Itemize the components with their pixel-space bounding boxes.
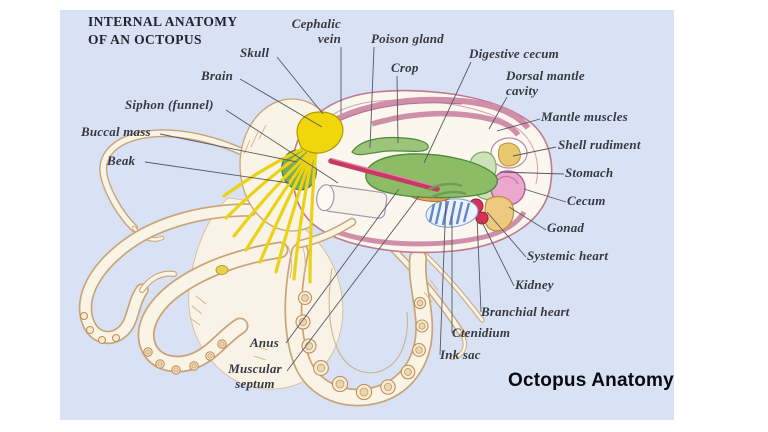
cecum-inner-line <box>497 175 519 185</box>
label-gonad: Gonad <box>547 220 585 235</box>
esophagus <box>328 158 440 192</box>
leader-cecum <box>523 188 567 203</box>
esophagus-highlight <box>332 158 435 187</box>
arm-upper-left <box>99 129 266 242</box>
label-ink-sac: Ink sac <box>440 347 481 362</box>
arm-lower-left <box>137 241 289 375</box>
mantle-muscle-bands <box>309 96 531 247</box>
leader-dorsal-mantle-cavity <box>488 96 508 130</box>
leader-buccal-mass <box>159 133 298 163</box>
label-cecum: Cecum <box>567 193 606 208</box>
suckers-large <box>295 290 429 401</box>
label-buccal-mass: Buccal mass <box>81 124 151 139</box>
leader-brain <box>239 78 323 128</box>
label-brain: Brain <box>201 68 234 83</box>
label-muscular-septum: Muscular septum <box>228 361 282 391</box>
nerve-fan <box>222 142 318 284</box>
arm-center-curl <box>284 243 434 407</box>
leader-digestive-cecum <box>423 61 472 164</box>
image-caption: Octopus Anatomy <box>508 370 674 391</box>
leader-anus <box>285 188 400 344</box>
label-systemic-heart: Systemic heart <box>527 248 609 263</box>
leader-siphon-funnel <box>225 109 339 184</box>
octopus-body <box>78 98 485 407</box>
arm-left <box>78 203 257 345</box>
leader-kidney <box>480 219 515 287</box>
leader-lines <box>144 46 567 372</box>
leader-skull <box>276 56 324 115</box>
arm-nerve-spot <box>215 265 229 275</box>
leader-shell-rudiment <box>512 146 557 157</box>
suckers-small <box>143 339 227 375</box>
label-crop: Crop <box>391 60 419 75</box>
label-skull: Skull <box>240 45 270 60</box>
gonad-organ <box>484 195 515 232</box>
leader-poison-gland <box>369 46 375 149</box>
label-anus: Anus <box>250 335 279 350</box>
funnel-tube <box>295 217 357 249</box>
leader-crop <box>396 75 399 144</box>
brain-organ <box>296 111 344 154</box>
label-ctenidium: Ctenidium <box>452 325 511 340</box>
label-beak: Beak <box>107 153 136 168</box>
label-digestive-cecum: Digestive cecum <box>469 46 559 61</box>
crop-organ <box>351 136 429 156</box>
label-cephalic-vein: Cephalic vein <box>291 16 341 46</box>
leader-muscular-septum <box>286 195 420 372</box>
label-branchial-heart: Branchial heart <box>481 304 570 319</box>
label-siphon-funnel: Siphon (funnel) <box>125 97 214 112</box>
leader-beak <box>144 161 290 184</box>
siphon-tube <box>316 184 388 219</box>
label-mantle-muscles: Mantle muscles <box>541 109 628 124</box>
label-dorsal-mantle-cavity: Dorsal mantle cavity <box>506 68 585 98</box>
digestive-gland <box>365 153 498 199</box>
label-poison-gland: Poison gland <box>371 31 444 46</box>
label-kidney: Kidney <box>515 277 554 292</box>
nervous-system <box>222 111 344 284</box>
leader-gonad <box>508 206 547 231</box>
leader-systemic-heart <box>486 211 527 258</box>
figure-title: INTERNAL ANATOMY OF AN OCTOPUS <box>88 14 238 47</box>
branchial-heart-organ <box>475 211 489 225</box>
label-stomach: Stomach <box>565 165 614 180</box>
organs <box>295 136 528 249</box>
leader-branchial-heart <box>476 216 482 313</box>
intestine <box>427 182 467 200</box>
shell-rudiment-organ <box>490 137 528 169</box>
leader-stomach <box>499 171 565 175</box>
leader-mantle-muscles <box>496 118 541 132</box>
leader-ink-sac <box>439 198 447 356</box>
label-shell-rudiment: Shell rudiment <box>558 137 641 152</box>
